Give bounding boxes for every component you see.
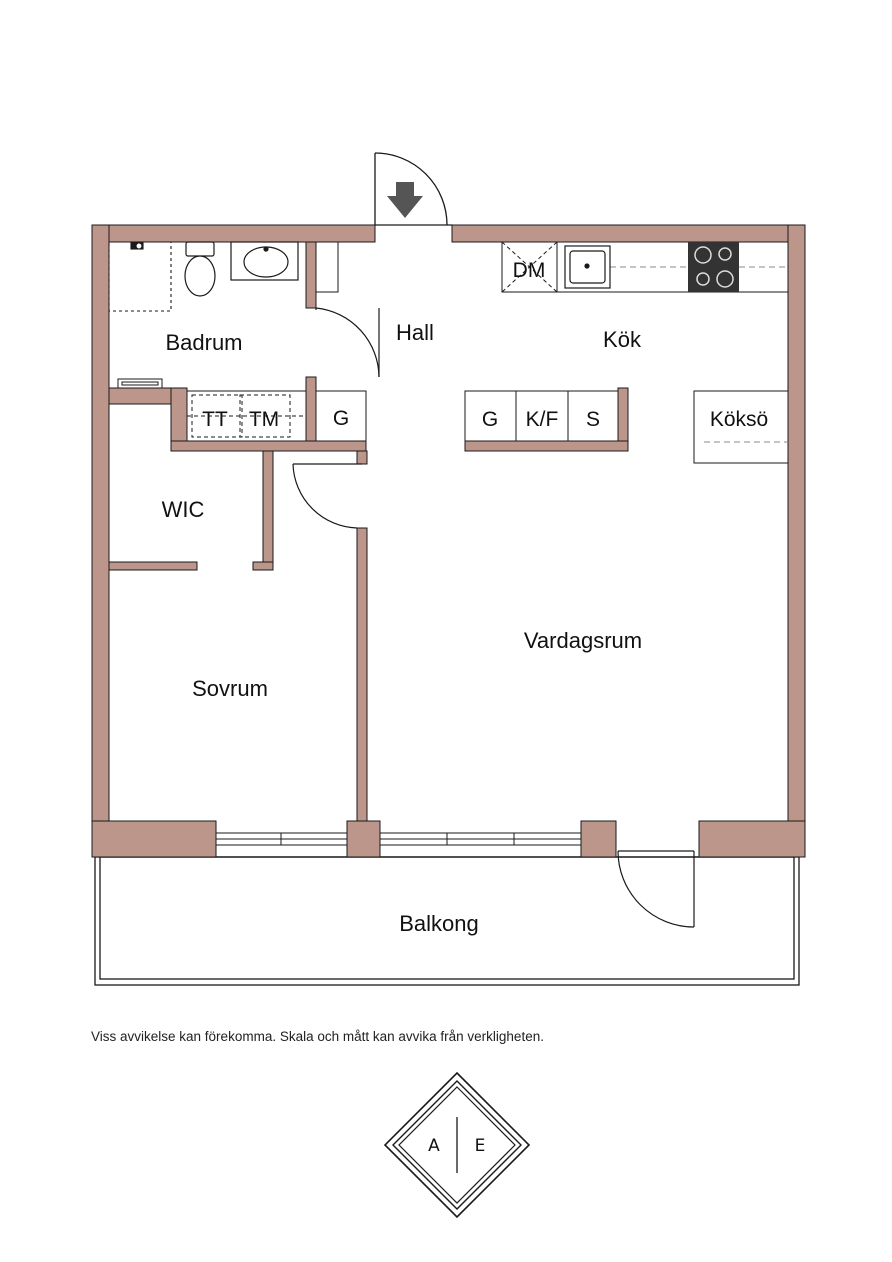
- bathroom-radiator: [117, 378, 163, 389]
- balcony-door[interactable]: [617, 850, 695, 928]
- balcony: [94, 856, 800, 986]
- kitchen-wardrobe-label: G: [482, 408, 498, 431]
- living-window: [379, 832, 582, 846]
- fridge-freezer-label: K/F: [526, 408, 559, 431]
- room-label-hall: Hall: [396, 320, 434, 345]
- logo-letter-a: A: [428, 1136, 440, 1156]
- kitchen-counter: [501, 241, 789, 293]
- entrance-door[interactable]: [374, 152, 452, 226]
- stove: [688, 242, 739, 292]
- dishwasher: [501, 241, 558, 293]
- room-label-kok: Kök: [603, 327, 642, 352]
- kitchen-island: [464, 390, 619, 442]
- hall-cabinet: [315, 241, 339, 293]
- room-label-balkong: Balkong: [399, 911, 479, 936]
- kitchen-sink: [564, 245, 611, 289]
- bedroom-window: [215, 832, 348, 846]
- dishwasher-label: DM: [513, 259, 546, 282]
- toilet: [184, 241, 216, 297]
- room-label-badrum: Badrum: [165, 330, 242, 355]
- shower: [108, 241, 172, 312]
- room-label-vardagsrum: Vardagsrum: [524, 628, 642, 653]
- laundry-machines: [186, 390, 307, 442]
- bathroom-door[interactable]: [315, 307, 380, 378]
- washing-machine-label: TM: [249, 408, 279, 431]
- hall-wardrobe-label: G: [333, 407, 349, 430]
- walls: [91, 224, 806, 858]
- room-label-sovrum: Sovrum: [192, 676, 268, 701]
- washbasin: [230, 241, 299, 281]
- kokso-label: Köksö: [710, 408, 768, 431]
- storage-label: S: [586, 408, 600, 431]
- bedroom-door[interactable]: [292, 463, 362, 529]
- kitchen-island-kokso: [693, 390, 789, 464]
- ae-logo: A E: [383, 1071, 531, 1219]
- logo-letter-e: E: [475, 1136, 486, 1156]
- tumble-dryer-label: TT: [202, 408, 228, 431]
- room-label-wic: WIC: [162, 497, 205, 522]
- disclaimer-text: Viss avvikelse kan förekomma. Skala och …: [91, 1029, 544, 1044]
- hall-wardrobe: [315, 390, 367, 442]
- entrance-arrow-icon: [387, 182, 423, 218]
